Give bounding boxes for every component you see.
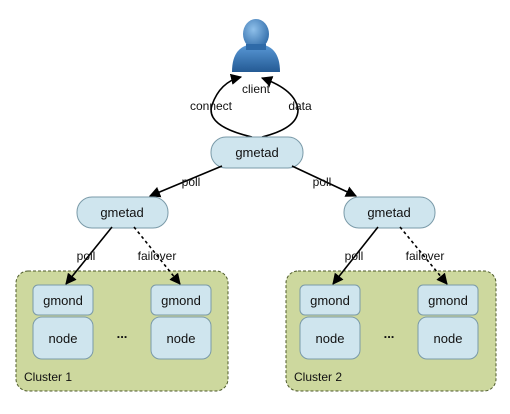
connect-label: connect [190,99,233,113]
poll-cluster1-label: poll [77,249,96,263]
failover-cluster2-label: failover [406,249,445,263]
gmetad-top-label: gmetad [235,145,278,160]
data-arrow [260,76,299,138]
cluster2-gmond-b-box [417,284,479,316]
failover-cluster1-arrow [133,226,181,285]
cluster1-label: Cluster 1 [24,370,72,384]
cluster2-node-a-label: node [316,331,345,346]
data-label: data [288,99,312,113]
poll-left-arrow [148,165,223,198]
cluster2-gmond-a-box [299,284,361,316]
cluster2-node-b-label: node [434,331,463,346]
cluster2-gmond-a-label: gmond [310,293,350,308]
failover-cluster2-arrow [399,226,448,285]
cluster1-ellipsis: ... [117,326,128,341]
gmetad-right-box [343,196,436,229]
cluster1-node-a-box [32,316,94,360]
gmetad-top-box [210,136,304,169]
cluster1-node-b-label: node [167,331,196,346]
client-person-icon [232,19,280,72]
cluster1-gmond-a-box [32,284,94,316]
poll-left-label: poll [182,175,201,189]
cluster2-gmond-b-label: gmond [428,293,468,308]
poll-cluster1-arrow [65,226,113,285]
poll-right-arrow [291,165,358,197]
cluster1-node-b-box [150,316,212,360]
cluster1-gmond-b-label: gmond [161,293,201,308]
gmetad-left-label: gmetad [100,205,143,220]
cluster1-gmond-a-label: gmond [43,293,83,308]
connect-arrow [210,73,253,138]
gmetad-right-label: gmetad [367,205,410,220]
cluster2-node-a-box [299,316,361,360]
cluster2-label: Cluster 2 [294,370,342,384]
cluster2-node-b-box [417,316,479,360]
failover-cluster1-label: failover [138,249,177,263]
poll-cluster2-arrow [332,226,379,285]
cluster1-node-a-label: node [49,331,78,346]
poll-right-label: poll [313,175,332,189]
poll-cluster2-label: poll [345,249,364,263]
gmetad-left-box [76,196,169,229]
client-label: client [242,82,271,96]
cluster2-ellipsis: ... [384,326,395,341]
cluster1-gmond-b-box [150,284,212,316]
